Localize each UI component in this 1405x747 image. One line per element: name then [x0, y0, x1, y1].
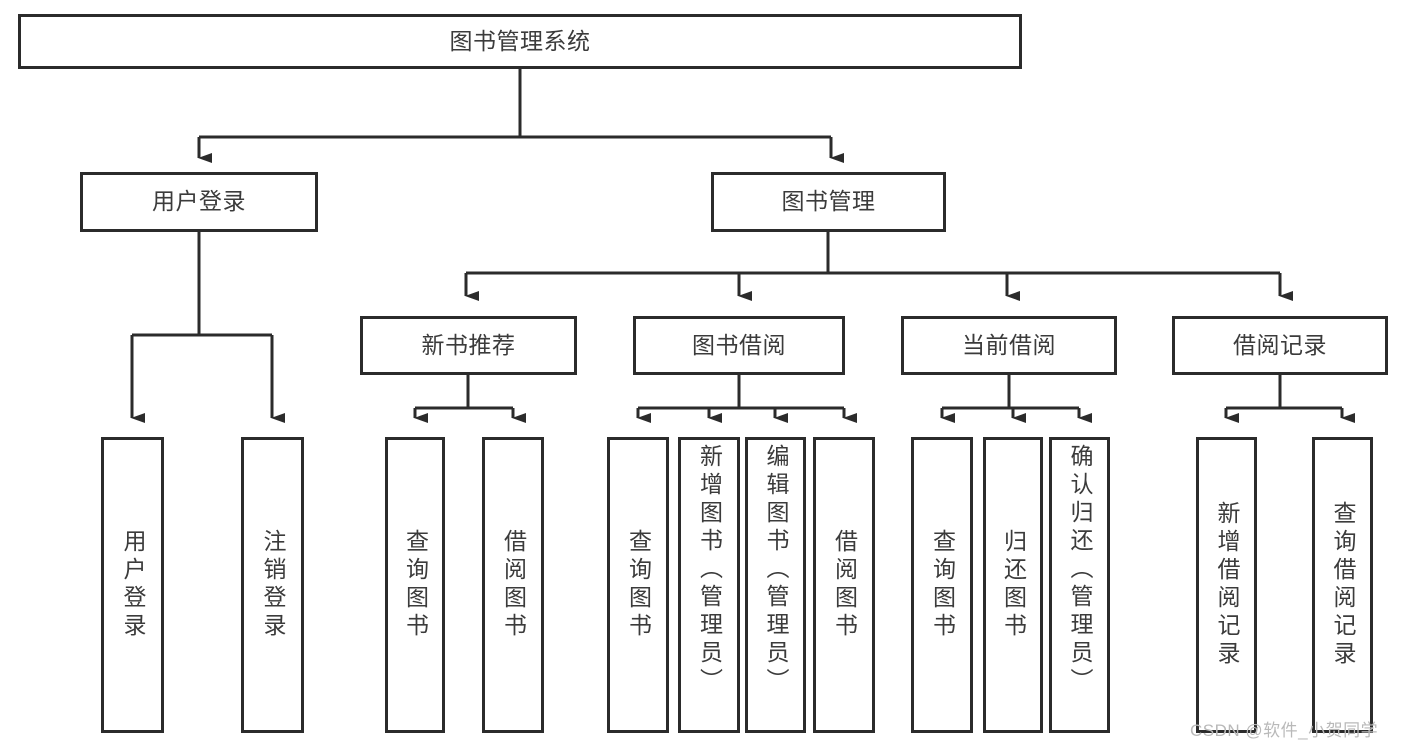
node-leaf-query-book-1[interactable]: 查询图书 — [385, 437, 445, 733]
node-leaf-query-book-2[interactable]: 查询图书 — [607, 437, 669, 733]
node-leaf-confirm-return-label: 确认归还（管理员） — [1067, 444, 1093, 696]
node-root[interactable]: 图书管理系统 — [18, 14, 1022, 69]
node-leaf-borrow-book-2-label: 借阅图书 — [831, 529, 858, 641]
node-leaf-add-book-admin[interactable]: 新增图书（管理员） — [678, 437, 740, 733]
watermark-text: CSDN @软件_小贺同学 — [1190, 721, 1379, 740]
node-leaf-query-book-1-label: 查询图书 — [402, 529, 429, 641]
node-book-borrow-label: 图书借阅 — [692, 331, 786, 358]
node-book-borrow[interactable]: 图书借阅 — [633, 316, 845, 375]
node-leaf-borrow-book-2[interactable]: 借阅图书 — [813, 437, 875, 733]
node-leaf-user-login[interactable]: 用户登录 — [101, 437, 164, 733]
node-current-borrow[interactable]: 当前借阅 — [901, 316, 1117, 375]
node-leaf-user-logout-label: 注销登录 — [260, 529, 286, 641]
node-leaf-query-book-3-label: 查询图书 — [929, 529, 956, 641]
node-borrow-record-label: 借阅记录 — [1233, 331, 1327, 358]
node-leaf-edit-book-admin-label: 编辑图书（管理员） — [763, 444, 789, 696]
node-leaf-return-book[interactable]: 归还图书 — [983, 437, 1043, 733]
node-new-book-recommend-label: 新书推荐 — [421, 331, 516, 358]
node-root-label: 图书管理系统 — [449, 27, 591, 54]
node-user-login[interactable]: 用户登录 — [80, 172, 318, 232]
node-new-book-recommend[interactable]: 新书推荐 — [360, 316, 577, 375]
node-book-manage-label: 图书管理 — [781, 188, 876, 215]
node-leaf-query-borrow-record[interactable]: 查询借阅记录 — [1312, 437, 1373, 733]
node-leaf-add-book-admin-label: 新增图书（管理员） — [696, 444, 723, 696]
node-leaf-add-borrow-record[interactable]: 新增借阅记录 — [1196, 437, 1257, 733]
node-leaf-user-login-label: 用户登录 — [120, 529, 146, 641]
node-leaf-query-book-3[interactable]: 查询图书 — [911, 437, 973, 733]
node-leaf-return-book-label: 归还图书 — [1000, 529, 1027, 641]
node-leaf-query-borrow-record-label: 查询借阅记录 — [1330, 501, 1356, 669]
node-leaf-borrow-book-1-label: 借阅图书 — [500, 529, 527, 641]
node-leaf-confirm-return[interactable]: 确认归还（管理员） — [1049, 437, 1110, 733]
node-leaf-borrow-book-1[interactable]: 借阅图书 — [482, 437, 544, 733]
node-book-manage[interactable]: 图书管理 — [711, 172, 946, 232]
node-current-borrow-label: 当前借阅 — [962, 331, 1056, 358]
node-leaf-add-borrow-record-label: 新增借阅记录 — [1214, 501, 1240, 669]
node-borrow-record[interactable]: 借阅记录 — [1172, 316, 1388, 375]
node-leaf-edit-book-admin[interactable]: 编辑图书（管理员） — [745, 437, 806, 733]
node-leaf-user-logout[interactable]: 注销登录 — [241, 437, 304, 733]
node-leaf-query-book-2-label: 查询图书 — [625, 529, 652, 641]
node-user-login-label: 用户登录 — [152, 188, 246, 215]
